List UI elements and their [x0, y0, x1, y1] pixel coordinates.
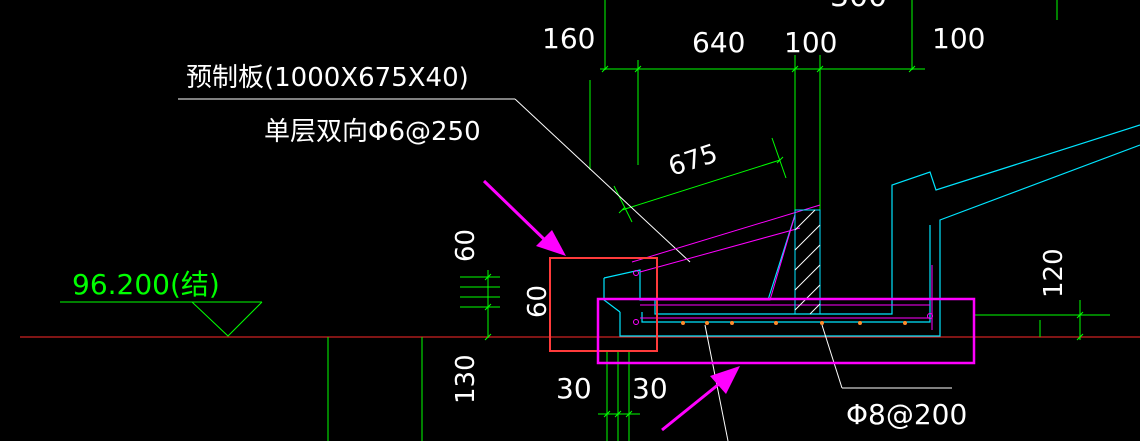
red-highlight-box — [549, 257, 658, 352]
dim-640-label: 640 — [692, 26, 745, 59]
magenta-highlight-box — [596, 297, 976, 365]
dim-30-label-a: 30 — [556, 372, 592, 405]
rebar-bottom-label: Φ8@200 — [846, 398, 967, 431]
dim-60-label-a: 60 — [451, 229, 481, 262]
slab-title-label: 预制板(1000X675X40) — [186, 63, 469, 93]
elevation-marker — [60, 301, 263, 337]
magenta-arrow-icon — [661, 366, 740, 432]
dimension-675-line — [613, 137, 787, 223]
dim-160-label: 160 — [542, 22, 595, 55]
drawing-labels: 300 160 640 100 100 675 预制板(1000X675X40)… — [72, 0, 1069, 431]
elevation-label: 96.200(结) — [72, 268, 220, 301]
dim-100-label-b: 100 — [932, 22, 985, 55]
slab-leader-line — [178, 98, 691, 263]
left-dimension-60 — [460, 270, 500, 341]
dim-100-label-a: 100 — [784, 26, 837, 59]
bottom-dimension-lines — [327, 320, 1041, 441]
dim-60-label-b: 60 — [523, 285, 553, 318]
dim-300-partial-label: 300 — [830, 0, 887, 14]
right-dimension-120 — [975, 300, 1110, 341]
hatched-wall — [794, 209, 821, 315]
top-dimension-lines — [589, 0, 1058, 300]
magenta-arrow-icon — [482, 179, 566, 256]
dim-130-label: 130 — [451, 354, 481, 404]
slab-rebar-label: 单层双向Φ6@250 — [264, 117, 481, 147]
dim-120-label: 120 — [1039, 248, 1069, 298]
dim-30-label-b: 30 — [632, 372, 668, 405]
rebar-dots — [681, 321, 907, 325]
